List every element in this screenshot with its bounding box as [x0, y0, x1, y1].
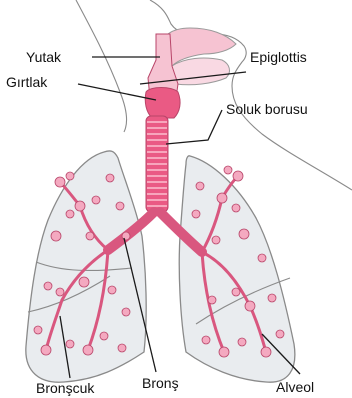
larynx-leader [78, 84, 156, 100]
bronchiole-label: Bronşcuk [36, 380, 95, 396]
tongue [169, 58, 229, 85]
bronchus-label: Bronş [142, 375, 179, 391]
larynx-label: Gırtlak [6, 74, 48, 90]
epiglottis-label: Epiglottis [250, 49, 307, 65]
neck-back-outline [76, 0, 127, 132]
trachea-label: Soluk borusu [226, 101, 308, 117]
larynx [145, 88, 180, 119]
alveolus-label: Alveol [276, 379, 314, 395]
left-lung [179, 156, 295, 382]
pharynx-label: Yutak [26, 49, 62, 65]
